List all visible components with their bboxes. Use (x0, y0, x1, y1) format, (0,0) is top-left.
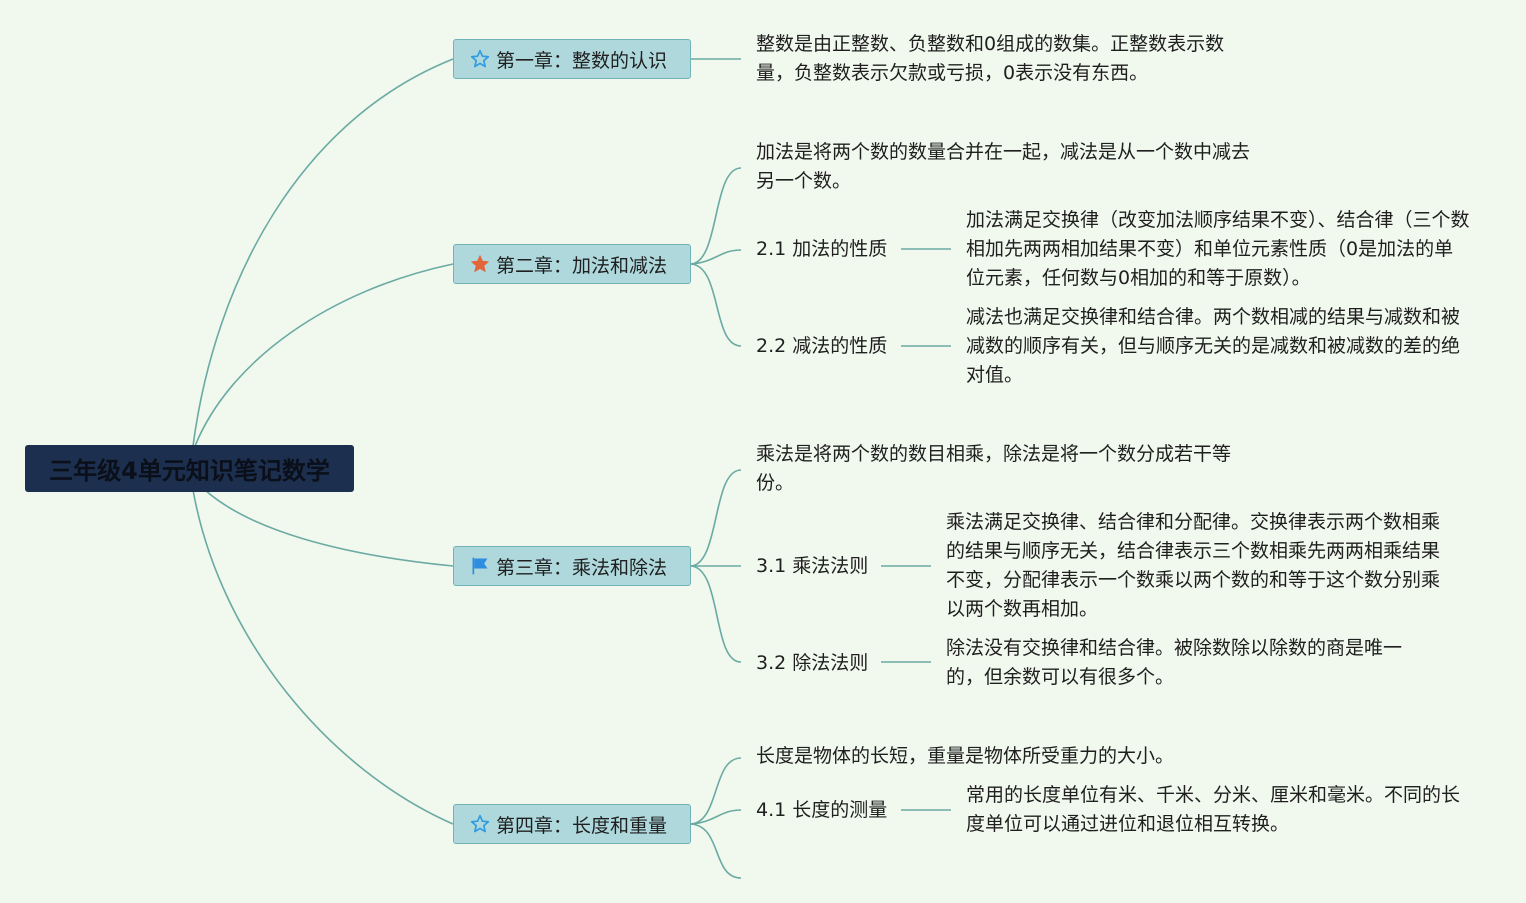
chapter-2-title: 第二章：加法和减法 (496, 254, 668, 277)
connector-ch4-empty (690, 823, 742, 879)
chapter-4-note: 长度是物体的长短，重量是物体所受重力的大小。 (756, 745, 1175, 767)
connector-root-ch3 (204, 489, 454, 567)
chapter-2-subsection-2[interactable]: 2.2 减法的性质 (756, 335, 888, 357)
star-outline-icon (470, 49, 490, 68)
chapter-1-note: 整数是由正整数、负整数和0组成的数集。正整数表示数量，负整数表示欠款或亏损，0表… (756, 33, 1225, 84)
connector-ch3-note (690, 469, 742, 567)
chapter-2-topic[interactable]: 第二章：加法和减法 (453, 244, 691, 284)
chapter-2-subsection-1-detail: 加法满足交换律（改变加法顺序结果不变）、结合律（三个数相加先两两相加结果不变）和… (966, 209, 1470, 289)
chapter-3-subsection-1-detail: 乘法满足交换律、结合律和分配律。交换律表示两个数相乘的结果与顺序无关，结合律表示… (946, 511, 1441, 620)
chapter-3-note: 乘法是将两个数的数目相乘，除法是将一个数分成若干等份。 (756, 443, 1232, 494)
root-topic[interactable]: 三年级4单元知识笔记数学 (25, 445, 354, 492)
chapter-1-title: 第一章：整数的认识 (496, 49, 668, 72)
connector-ch2-s2 (690, 263, 742, 347)
connector-ch4-note (690, 757, 742, 825)
flag-icon (472, 557, 488, 575)
chapter-1-topic[interactable]: 第一章：整数的认识 (453, 39, 691, 79)
chapter-3-subsection-2-detail: 除法没有交换律和结合律。被除数除以除数的商是唯一的，但余数可以有很多个。 (946, 637, 1403, 688)
connector-root-ch1 (192, 58, 454, 447)
connector-ch3-s2 (690, 565, 742, 663)
chapter-4-topic[interactable]: 第四章：长度和重量 (453, 804, 691, 844)
chapter-2-note: 加法是将两个数的数量合并在一起，减法是从一个数中减去另一个数。 (756, 141, 1251, 192)
chapter-2-subsection-1[interactable]: 2.1 加法的性质 (756, 238, 888, 260)
star-filled-icon (471, 255, 489, 272)
chapter-3-title: 第三章：乘法和除法 (496, 556, 668, 579)
connector-root-ch2 (194, 263, 454, 447)
chapter-2-subsection-2-detail: 减法也满足交换律和结合律。两个数相减的结果与减数和被减数的顺序有关，但与顺序无关… (966, 306, 1461, 386)
chapter-4-subsection-1[interactable]: 4.1 长度的测量 (756, 799, 888, 821)
star-outline-icon (470, 814, 490, 833)
chapter-3-subsection-2[interactable]: 3.2 除法法则 (756, 652, 869, 674)
connector-ch2-s1 (690, 249, 742, 265)
connector-ch4-s1 (690, 809, 742, 825)
chapter-4-subsection-1-detail: 常用的长度单位有米、千米、分米、厘米和毫米。不同的长度单位可以通过进位和退位相互… (966, 784, 1461, 835)
chapter-3-subsection-1[interactable]: 3.1 乘法法则 (756, 555, 869, 577)
connector-ch2-note (690, 167, 742, 265)
root-title: 三年级4单元知识笔记数学 (49, 457, 330, 485)
chapter-4-title: 第四章：长度和重量 (496, 814, 668, 837)
connector-root-ch4 (192, 489, 454, 825)
chapter-3-topic[interactable]: 第三章：乘法和除法 (453, 546, 691, 586)
